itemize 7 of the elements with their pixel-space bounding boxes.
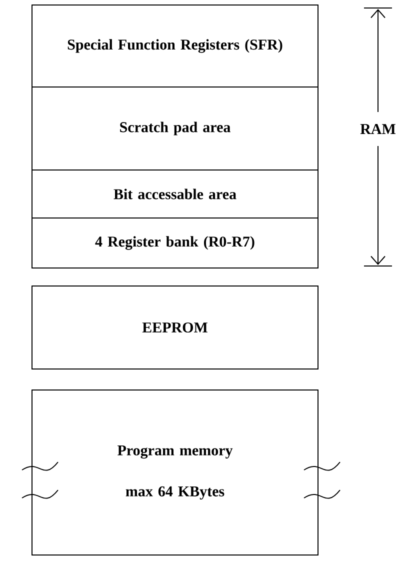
memory-block: Special Function Registers (SFR): [32, 4, 318, 88]
memory-block: Scratch pad area: [32, 86, 318, 170]
memory-block: EEPROM: [32, 286, 318, 370]
memory-block: Bit accessable area: [32, 170, 318, 218]
dimension-label: RAM: [360, 124, 396, 134]
memory-block: 4 Register bank (R0-R7): [32, 218, 318, 268]
memory-block: Program memory max 64 KBytes: [32, 390, 318, 556]
